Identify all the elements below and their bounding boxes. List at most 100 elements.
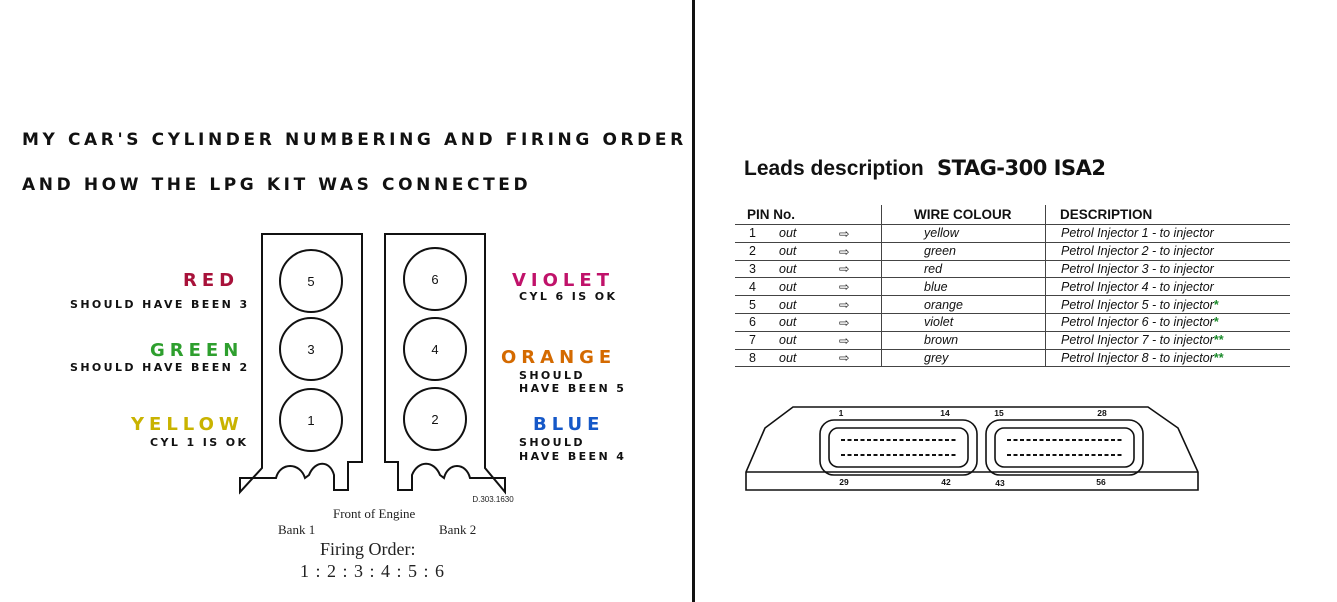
description-text: Petrol Injector 3 - to injector — [1061, 261, 1214, 276]
heading-lpg-connection: AND HOW THE LPG KIT WAS CONNECTED — [22, 175, 532, 195]
wire-colour-cell: violet — [881, 313, 1046, 332]
connector-right — [985, 419, 1144, 476]
header-pin: PIN No. — [735, 205, 882, 225]
direction-cell: out — [779, 313, 839, 332]
description-cell: Petrol Injector 6 - to injector* — [1045, 313, 1290, 332]
pin-label: 42 — [941, 477, 951, 487]
footnote-stars: ** — [1213, 350, 1224, 365]
label-yellow: YELLOW — [131, 414, 244, 435]
footnote-stars: * — [1213, 297, 1219, 312]
note-violet: CYL 6 IS OK — [519, 290, 618, 303]
pin-label: 1 — [839, 408, 844, 418]
cylinder-number: 1 — [307, 413, 314, 428]
description-text: Petrol Injector 6 - to injector — [1061, 315, 1214, 330]
pin-label: 43 — [995, 478, 1005, 488]
note-blue-line2: HAVE BEEN 4 — [519, 450, 627, 463]
header-description: DESCRIPTION — [1045, 205, 1290, 225]
description-text: Petrol Injector 8 - to injector — [1061, 350, 1214, 365]
pin-label: 15 — [994, 408, 1004, 418]
bank2-cylinder-top — [403, 247, 467, 311]
cylinder-number: 2 — [431, 412, 438, 427]
bank1-block — [239, 233, 363, 495]
wire-colour-cell: blue — [881, 277, 1046, 297]
wire-colour-cell: yellow — [881, 224, 1046, 243]
note-orange-line1: SHOULD — [519, 369, 585, 382]
arrow-icon: ⇨ — [839, 277, 882, 297]
note-yellow: CYL 1 IS OK — [150, 436, 249, 449]
arrow-icon: ⇨ — [839, 224, 882, 243]
pin-cell: 5 — [735, 295, 779, 314]
bank1-cylinder-top — [279, 249, 343, 313]
drawing-code: D.303.1630 — [472, 495, 514, 504]
wire-colour-cell: orange — [881, 295, 1046, 314]
firing-order-value: 1 : 2 : 3 : 4 : 5 : 6 — [300, 561, 446, 581]
footnote-stars: ** — [1213, 333, 1224, 348]
heading-cylinder-numbering: MY CAR'S CYLINDER NUMBERING AND FIRING O… — [22, 130, 687, 150]
label-green: GREEN — [150, 340, 244, 361]
pin-cell: 2 — [735, 242, 779, 261]
direction-cell: out — [779, 295, 839, 314]
header-wire-colour: WIRE COLOUR — [881, 205, 1046, 225]
note-blue-line1: SHOULD — [519, 436, 585, 449]
description-cell: Petrol Injector 4 - to injector — [1045, 277, 1290, 297]
wire-colour-cell: grey — [881, 349, 1046, 368]
description-cell: Petrol Injector 1 - to injector — [1045, 224, 1290, 243]
direction-cell: out — [779, 242, 839, 261]
note-green: SHOULD HAVE BEEN 2 — [70, 361, 250, 374]
pin-cell: 7 — [735, 331, 779, 350]
arrow-icon: ⇨ — [839, 295, 882, 314]
ecu-housing — [745, 406, 1199, 491]
arrow-icon: ⇨ — [839, 349, 882, 368]
bank1-cylinder-bottom — [279, 388, 343, 452]
pin-cell: 6 — [735, 313, 779, 332]
description-text: Petrol Injector 1 - to injector — [1061, 226, 1214, 241]
description-cell: Petrol Injector 2 - to injector — [1045, 242, 1290, 261]
arrow-icon: ⇨ — [839, 313, 882, 332]
description-cell: Petrol Injector 5 - to injector* — [1045, 295, 1290, 314]
direction-cell: out — [779, 349, 839, 368]
description-cell: Petrol Injector 7 - to injector** — [1045, 331, 1290, 350]
wire-colour-cell: red — [881, 260, 1046, 279]
leads-model: STAG-300 ISA2 — [937, 156, 1106, 180]
table-header-row: PIN No. WIRE COLOUR DESCRIPTION — [735, 205, 1290, 225]
arrow-icon: ⇨ — [839, 260, 882, 279]
bank2-block — [384, 233, 506, 495]
arrow-icon: ⇨ — [839, 331, 882, 350]
pin-cell: 8 — [735, 349, 779, 368]
bank1-label: Bank 1 — [278, 522, 316, 537]
label-orange: ORANGE — [501, 347, 617, 368]
note-orange-line2: HAVE BEEN 5 — [519, 382, 627, 395]
center-divider — [692, 0, 695, 602]
bank1-cylinder-middle — [279, 317, 343, 381]
description-text: Petrol Injector 7 - to injector — [1061, 333, 1214, 348]
label-blue: BLUE — [533, 414, 605, 435]
pin-label: 56 — [1096, 477, 1106, 487]
leads-title: Leads description — [744, 157, 924, 180]
arrow-icon: ⇨ — [839, 242, 882, 261]
direction-cell: out — [779, 224, 839, 243]
pin-label: 28 — [1097, 408, 1107, 418]
footnote-stars: * — [1213, 315, 1219, 330]
pin-cell: 3 — [735, 260, 779, 279]
description-cell: Petrol Injector 3 - to injector — [1045, 260, 1290, 279]
description-text: Petrol Injector 2 - to injector — [1061, 244, 1214, 259]
pin-label: 29 — [839, 477, 849, 487]
wire-colour-cell: green — [881, 242, 1046, 261]
bank2-cylinder-bottom — [403, 387, 467, 451]
firing-order-label: Firing Order: — [320, 539, 416, 559]
cylinder-number: 4 — [431, 342, 438, 357]
pin-label: 14 — [940, 408, 950, 418]
wire-colour-cell: brown — [881, 331, 1046, 350]
cylinder-number: 5 — [307, 274, 314, 289]
ecu-connector-diagram: 1 14 15 28 29 42 43 56 — [745, 406, 1199, 491]
description-text: Petrol Injector 4 - to injector — [1061, 279, 1214, 294]
